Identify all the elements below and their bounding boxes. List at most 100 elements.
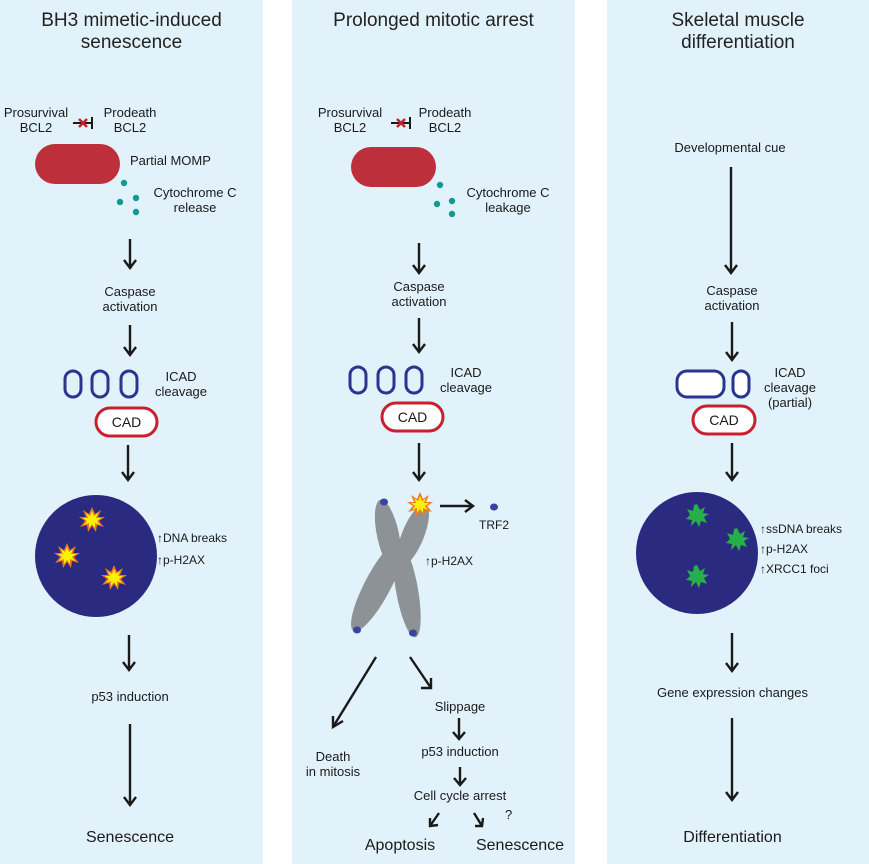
arrow-down <box>412 443 426 482</box>
prosurvival-label: Prosurvival BCL2 <box>312 105 388 136</box>
label-line: ICAD <box>450 365 482 380</box>
arrow-down <box>123 325 137 357</box>
block-x-icon <box>396 118 406 128</box>
gene-expression-label: Gene expression changes <box>656 685 809 700</box>
bcl2-inhibition-p2 <box>391 117 411 129</box>
block-x-icon <box>78 118 88 128</box>
marker-xrcc1-foci: ↑XRCC1 foci <box>760 562 829 577</box>
nucleus <box>636 492 758 614</box>
title-line: differentiation <box>681 31 795 53</box>
title-line: senescence <box>80 31 183 53</box>
chromosome <box>351 499 430 638</box>
p53-label: p53 induction <box>91 689 169 704</box>
label-line: Caspase <box>393 279 445 294</box>
arrow-down <box>123 724 137 807</box>
arrow-down <box>121 445 135 482</box>
trf2-dot <box>490 503 498 511</box>
cad-pill <box>380 401 445 433</box>
arrows-p3 <box>724 167 739 802</box>
marker-dna-breaks: ↑DNA breaks <box>157 531 227 546</box>
label-line: BCL2 <box>333 119 367 135</box>
label-line: cleavage <box>154 383 208 399</box>
up-arrow-icon: ↑ <box>157 531 163 545</box>
marker-text: p-H2AX <box>766 542 809 556</box>
arrow-right <box>440 499 475 513</box>
cad-label: CAD <box>397 409 428 425</box>
label-line: Death <box>315 749 351 764</box>
cad-pill <box>691 404 757 436</box>
panel-title: Prolonged mitotic arrest <box>333 10 534 31</box>
p53-label: p53 induction <box>421 744 499 759</box>
label-line: Cytochrome C <box>466 185 550 200</box>
arrow-down <box>412 318 426 354</box>
momp-label: Partial MOMP <box>130 153 211 168</box>
caspase-label: Caspase activation <box>682 283 782 314</box>
arrow-down-right <box>409 656 433 690</box>
cytochrome-label: Cytochrome C leakage <box>460 185 556 216</box>
marker-text: ssDNA breaks <box>766 522 843 536</box>
caspase-label: Caspase activation <box>369 279 469 310</box>
trf2-label: TRF2 <box>479 518 509 532</box>
arrow-down <box>725 718 739 802</box>
arrows-p1 <box>121 239 137 807</box>
label-line: release <box>173 199 217 215</box>
label-line: cleavage <box>763 379 817 395</box>
label-line: Prosurvival <box>3 105 69 120</box>
arrow-down <box>412 243 426 275</box>
panel-mitotic-arrest <box>292 0 575 864</box>
marker-text: p-H2AX <box>163 553 206 567</box>
label-line: ICAD <box>774 365 806 380</box>
mitochondrion <box>35 144 120 184</box>
caspase-label: Caspase activation <box>80 284 180 315</box>
icad-label: ICAD cleavage <box>433 365 499 396</box>
up-arrow-icon: ↑ <box>760 542 766 556</box>
label-line: activation <box>704 297 760 313</box>
marker-text: p-H2AX <box>431 554 474 568</box>
label-line: Cytochrome C <box>153 185 237 200</box>
icad-fragments <box>63 369 139 399</box>
label-line: BCL2 <box>113 119 147 135</box>
up-arrow-icon: ↑ <box>157 553 163 567</box>
bcl2-inhibition-p1 <box>73 117 93 129</box>
panel-title: Skeletal muscle differentiation <box>607 10 869 54</box>
arrow-down <box>725 633 739 673</box>
death-in-mitosis-label: Death in mitosis <box>293 749 373 780</box>
cad-pill <box>94 406 159 438</box>
mitochondrion <box>351 147 436 187</box>
developmental-cue-label: Developmental cue <box>674 140 786 155</box>
question-mark: ? <box>505 807 513 822</box>
arrow-down <box>725 322 739 362</box>
telomere-dots <box>353 498 498 637</box>
cytochrome-c-dots <box>116 179 140 216</box>
prodeath-label: Prodeath BCL2 <box>415 105 475 136</box>
marker-p-h2ax: ↑p-H2AX <box>425 554 474 569</box>
marker-text: XRCC1 foci <box>766 562 829 576</box>
cell-cycle-arrest-label: Cell cycle arrest <box>413 788 507 803</box>
icad-partial <box>675 369 751 399</box>
arrow-down-left <box>428 812 440 828</box>
outcome-senescence: Senescence <box>475 837 565 854</box>
label-line: Prosurvival <box>317 105 383 120</box>
arrow-down-right <box>472 812 485 828</box>
panel-title: BH3 mimetic-induced senescence <box>0 10 263 54</box>
nucleus <box>35 495 157 617</box>
cad-label: CAD <box>709 412 739 428</box>
outcome-senescence: Senescence <box>85 829 175 846</box>
label-line: Prodeath <box>418 105 472 120</box>
label-line: BCL2 <box>19 119 53 135</box>
arrow-down <box>724 167 738 275</box>
marker-p-h2ax: ↑p-H2AX <box>157 553 206 568</box>
cad-label: CAD <box>111 414 142 430</box>
label-line: (partial) <box>767 394 813 410</box>
label-line: activation <box>391 293 447 309</box>
cytochrome-label: Cytochrome C release <box>147 185 243 216</box>
label-line: BCL2 <box>428 119 462 135</box>
arrow-down <box>123 239 137 270</box>
prosurvival-label: Prosurvival BCL2 <box>0 105 72 136</box>
arrows-p2 <box>331 243 485 828</box>
up-arrow-icon: ↑ <box>760 562 766 576</box>
label-line: cleavage <box>439 379 493 395</box>
title-line: BH3 mimetic-induced <box>41 10 222 31</box>
prodeath-label: Prodeath BCL2 <box>100 105 160 136</box>
